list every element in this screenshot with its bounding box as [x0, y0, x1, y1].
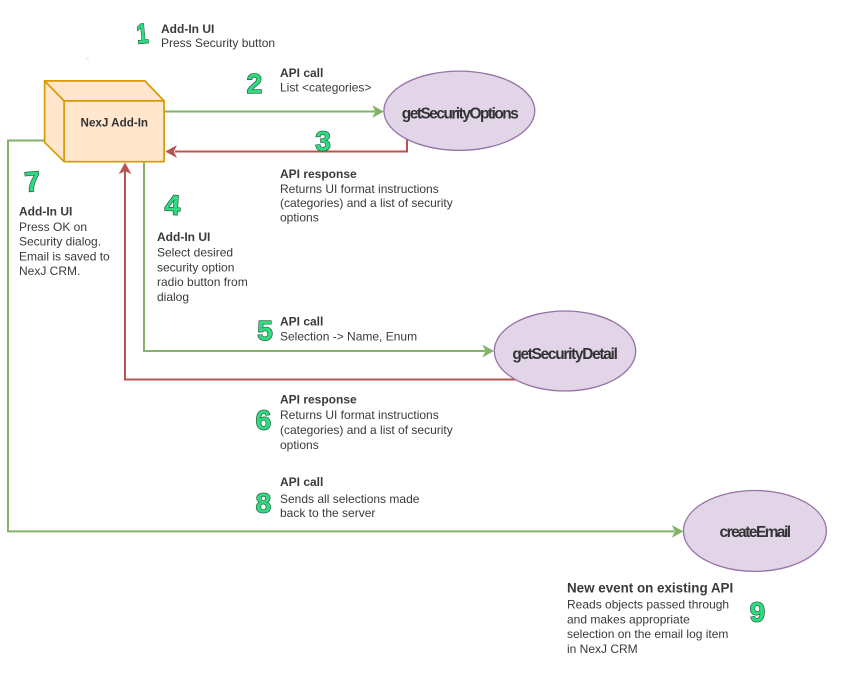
svg-text:Add-In UI: Add-In UI [19, 205, 72, 219]
svg-text:6: 6 [256, 404, 272, 435]
svg-text:1: 1 [135, 19, 149, 50]
svg-text:List <categories>: List <categories> [280, 81, 371, 95]
svg-text:in NexJ CRM: in NexJ CRM [567, 642, 638, 656]
svg-text:radio button from: radio button from [157, 275, 248, 289]
svg-text:(categories) and a list of sec: (categories) and a list of security [280, 423, 453, 437]
svg-text:options: options [280, 211, 319, 225]
svg-text:3: 3 [315, 125, 331, 156]
svg-text:security option: security option [157, 260, 234, 274]
svg-text:NexJ CRM.: NexJ CRM. [19, 264, 80, 278]
svg-text:9: 9 [750, 597, 766, 628]
svg-text:New event on existing API: New event on existing API [567, 581, 733, 596]
svg-text:back to the server: back to the server [280, 506, 375, 520]
svg-text:options: options [280, 438, 319, 452]
svg-text:getSecurityOptions: getSecurityOptions [402, 105, 519, 122]
svg-text:API call: API call [280, 66, 323, 80]
svg-text:Selection -> Name, Enum: Selection -> Name, Enum [280, 329, 417, 343]
svg-text:Add-In UI: Add-In UI [157, 230, 210, 244]
svg-text:Select desired: Select desired [157, 246, 233, 260]
svg-text:Reads objects passed through: Reads objects passed through [567, 598, 729, 612]
svg-text:Press OK on: Press OK on [19, 220, 87, 234]
svg-text:API call: API call [280, 475, 323, 489]
svg-text:7: 7 [23, 166, 41, 198]
svg-text:Email is saved to: Email is saved to [19, 249, 110, 263]
svg-text:8: 8 [256, 488, 272, 519]
svg-text:dialog: dialog [157, 290, 189, 304]
svg-text:API response: API response [280, 393, 357, 407]
svg-text:Security dialog.: Security dialog. [19, 235, 101, 249]
svg-text:Returns UI format instructions: Returns UI format instructions [280, 182, 439, 196]
svg-text:(categories) and a list of sec: (categories) and a list of security [280, 196, 453, 210]
svg-text:Add-In UI: Add-In UI [161, 22, 214, 36]
svg-text:getSecurityDetail: getSecurityDetail [512, 346, 618, 363]
svg-text:Sends all selections made: Sends all selections made [280, 492, 420, 506]
svg-text:and makes appropriate: and makes appropriate [567, 612, 690, 626]
svg-text:selection on the email log ite: selection on the email log item [567, 627, 728, 641]
svg-text:4: 4 [164, 189, 182, 221]
svg-text:2: 2 [247, 68, 263, 99]
svg-text:createEmail: createEmail [720, 524, 792, 541]
svg-text:API call: API call [280, 315, 323, 329]
svg-text:Returns UI format instructions: Returns UI format instructions [280, 408, 439, 422]
svg-text:API response: API response [280, 167, 357, 181]
svg-text:NexJ Add-In: NexJ Add-In [81, 116, 149, 130]
svg-text:5: 5 [257, 315, 273, 346]
svg-text:Press Security button: Press Security button [161, 36, 275, 50]
